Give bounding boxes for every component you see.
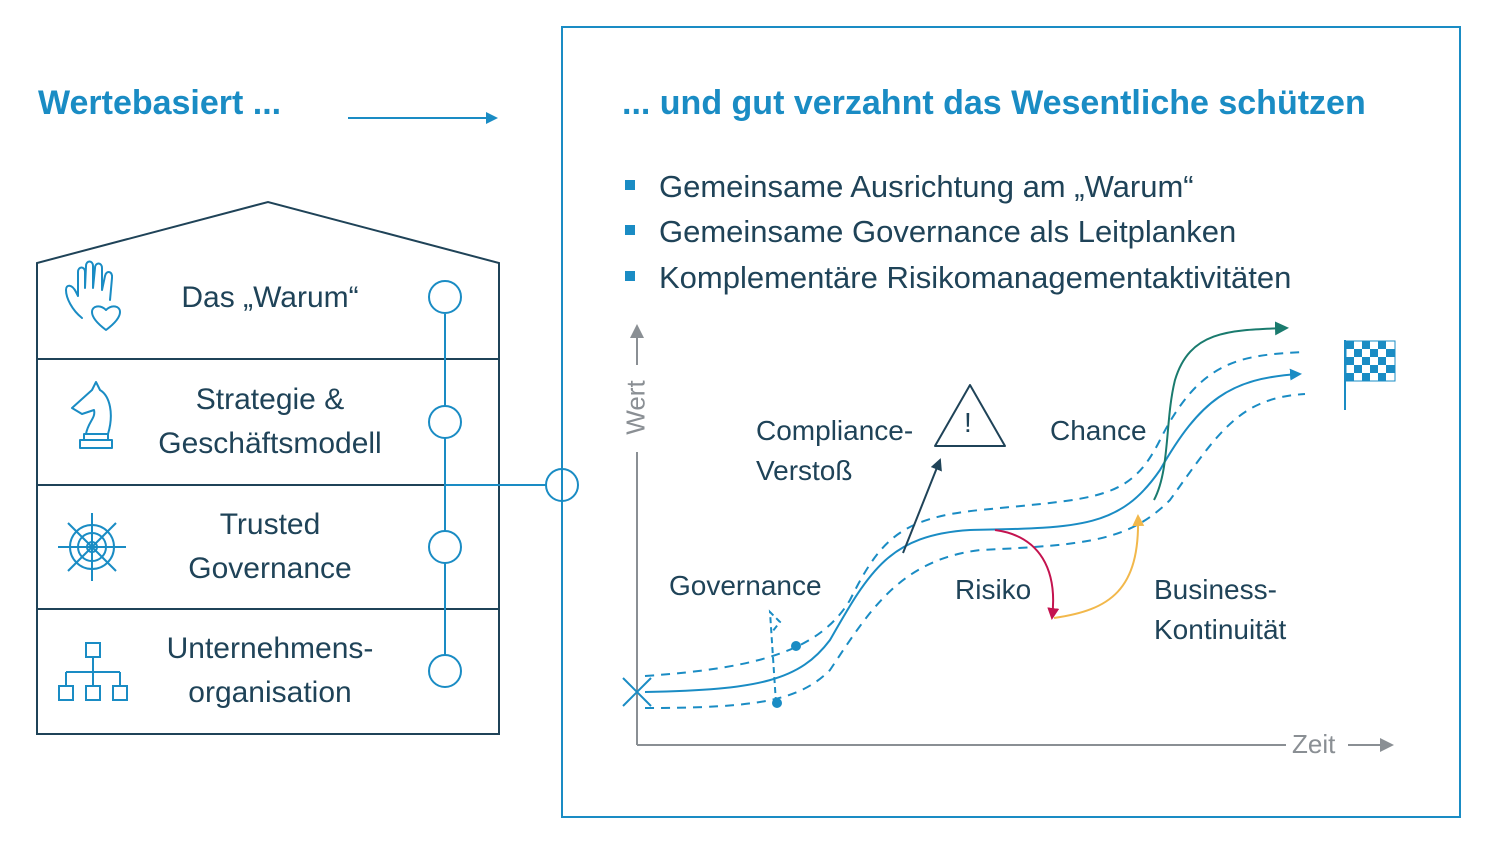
- bullet-square-icon: [625, 270, 635, 281]
- continuity-arrow: [1053, 514, 1145, 619]
- house-row-label: Geschäftsmodell: [158, 427, 382, 460]
- y-axis-label: Wert: [620, 380, 651, 435]
- warning-triangle-icon: [934, 384, 1006, 447]
- house-row-label: Das „Warum“: [181, 281, 359, 314]
- governance-marker: [768, 609, 801, 708]
- hand-heart-icon: [65, 260, 121, 331]
- house-row-label: Strategie &: [195, 383, 345, 416]
- bullet-text: Gemeinsame Governance als Leitplanken: [659, 214, 1237, 249]
- bullet-item: Gemeinsame Governance als Leitplanken: [625, 214, 1236, 250]
- house-row-warum: Das „Warum“: [130, 276, 410, 320]
- house-row-strategie: Strategie & Geschäftsmodell: [130, 378, 410, 466]
- right-panel-frame: [561, 26, 1461, 818]
- path-road: [644, 351, 1306, 709]
- house-row-governance: Trusted Governance: [130, 503, 410, 591]
- house-row-label: Unternehmens-: [166, 632, 374, 665]
- compliance-label: Compliance- Verstoß: [756, 411, 913, 491]
- connector-node: [428, 654, 462, 688]
- right-title: ... und gut verzahnt das Wesentliche sch…: [622, 84, 1366, 122]
- continuity-label-line: Kontinuität: [1154, 614, 1287, 645]
- house-row-label: organisation: [188, 676, 352, 709]
- house-row-label: Trusted: [219, 508, 321, 541]
- ship-wheel-icon: [58, 513, 126, 581]
- bullet-item: Gemeinsame Ausrichtung am „Warum“: [625, 169, 1194, 205]
- house-row-label: Governance: [188, 552, 352, 585]
- connector-node: [428, 530, 462, 564]
- compliance-arrow: [902, 458, 942, 554]
- risk-arrow: [994, 529, 1060, 620]
- bullet-square-icon: [625, 224, 635, 235]
- left-title: Wertebasiert ...: [38, 84, 282, 122]
- governance-label: Governance: [669, 570, 822, 601]
- checkered-flag-icon: [1344, 340, 1396, 410]
- warning-exclamation: !: [964, 407, 972, 438]
- connector-node: [428, 405, 462, 439]
- bullet-square-icon: [625, 179, 635, 190]
- bullet-text: Gemeinsame Ausrichtung am „Warum“: [659, 169, 1194, 204]
- x-axis-label: Zeit: [1292, 729, 1336, 759]
- bullet-text: Komplementäre Risikomanagementaktivitäte…: [659, 260, 1292, 295]
- bullet-item: Komplementäre Risikomanagementaktivitäte…: [625, 260, 1291, 296]
- start-cross-icon: [622, 677, 652, 707]
- connector-node: [428, 280, 462, 314]
- house-row-organisation: Unternehmens- organisation: [130, 627, 410, 715]
- house-connector: [428, 280, 579, 688]
- chance-arrow: [1153, 321, 1289, 501]
- risk-label: Risiko: [955, 574, 1032, 605]
- chart-axes: [630, 324, 1394, 752]
- compliance-label-line: Verstoß: [756, 455, 853, 486]
- compliance-label-line: Compliance-: [756, 415, 914, 446]
- org-chart-icon: [58, 642, 128, 701]
- continuity-label-line: Business-: [1154, 574, 1277, 605]
- chance-label: Chance: [1050, 415, 1147, 446]
- chess-knight-icon: [71, 381, 113, 449]
- house: [36, 200, 500, 735]
- continuity-label: Business- Kontinuität: [1154, 570, 1286, 650]
